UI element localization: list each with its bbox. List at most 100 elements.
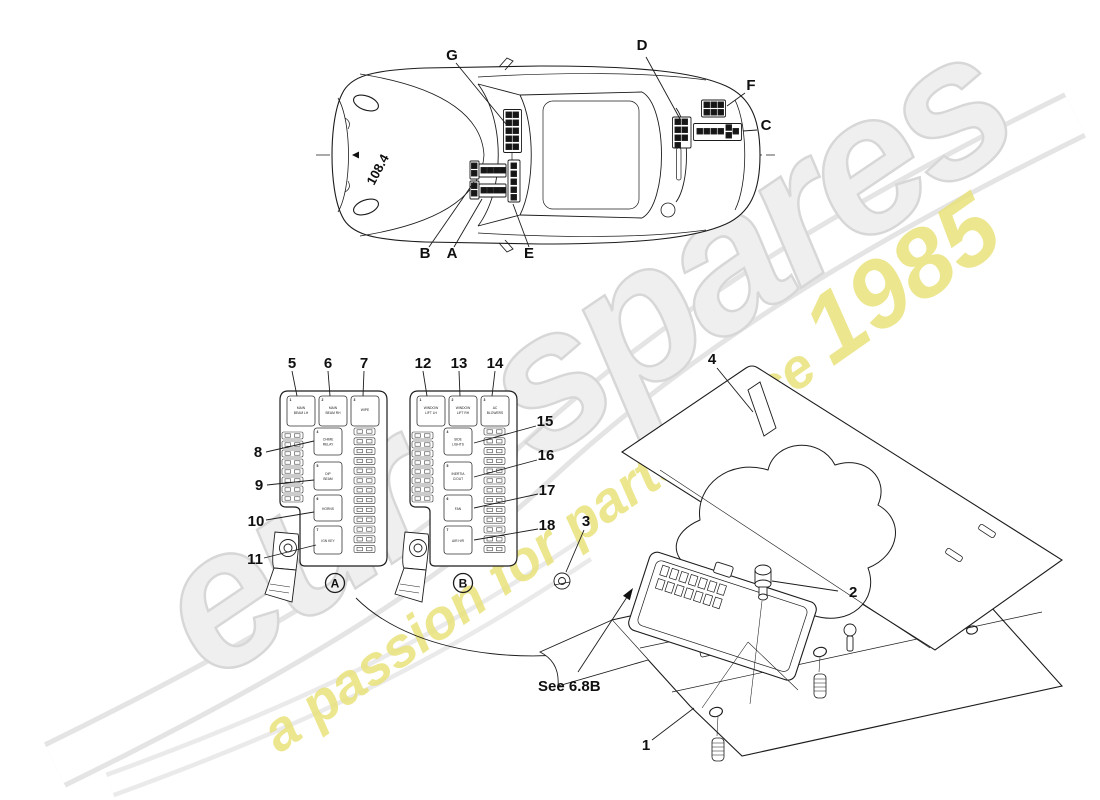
callout-13: 13 [451,355,468,372]
car-callout-leaders [428,56,758,248]
svg-text:BEAM: BEAM [323,477,333,481]
see-note-arrowhead [623,588,633,601]
connector-B-block [469,160,507,180]
badge-b-circle [452,572,474,594]
svg-text:LIFT LH: LIFT LH [425,411,437,415]
svg-text:MAIN: MAIN [297,406,306,410]
connector-F-block [701,99,726,118]
svg-text:4: 4 [317,430,319,434]
svg-text:6: 6 [317,497,319,501]
svg-text:DIP: DIP [325,472,331,476]
svg-text:SIDE: SIDE [454,438,462,442]
svg-text:1: 1 [290,398,292,402]
callout-3: 3 [582,513,590,530]
callout-16: 16 [538,447,555,464]
badge-b: B [459,577,468,591]
fusebox-a-leaders [263,370,365,559]
callout-E: E [524,245,534,262]
relay-a5 [313,461,343,491]
callout-7: 7 [360,355,368,372]
svg-text:RELAY: RELAY [323,443,334,447]
svg-text:C/OUT: C/OUT [453,477,463,481]
cover-screw [553,572,571,590]
svg-text:BLOWERS: BLOWERS [487,411,504,415]
callout-D: D [637,37,648,54]
connector-E-block [507,159,521,203]
relay-a6 [313,494,343,522]
svg-text:3: 3 [354,398,356,402]
mounting-stud [754,564,772,601]
callout-4: 4 [708,351,717,368]
callout-14: 14 [487,355,504,372]
relay-b6 [443,494,473,522]
centerline-arrow [352,151,359,159]
callout-2: 2 [849,584,857,601]
exploded-leaders [565,367,839,741]
alignment-lines [701,600,821,737]
svg-text:BEAM LH: BEAM LH [294,411,309,415]
relay-a3 [350,395,380,427]
callout-9: 9 [255,477,263,494]
callout-11: 11 [247,551,263,568]
svg-text:7: 7 [317,528,319,532]
headlamp-left [353,94,379,112]
svg-text:WINDOW: WINDOW [456,406,471,410]
svg-text:BEAM RH: BEAM RH [325,411,341,415]
svg-text:4: 4 [447,430,449,434]
headlamp-right [353,198,379,216]
badge-a: A [331,577,340,591]
callout-17: 17 [539,482,556,499]
svg-text:5: 5 [447,464,449,468]
svg-text:7: 7 [447,528,449,532]
fusebox-a: 1 MAIN BEAM LH 2 MAIN BEAM RH 3 WIPE 4 C… [264,390,388,603]
callout-6: 6 [324,355,332,372]
callout-12: 12 [415,355,432,372]
callout-15: 15 [537,413,554,430]
connector-G [503,109,522,160]
relay-b7 [443,525,473,555]
connector-D-block [672,116,692,181]
svg-text:3: 3 [484,398,486,402]
relay-b1 [416,395,446,427]
svg-text:WIPE: WIPE [361,408,370,412]
callout-10: 10 [248,513,265,530]
relay-b5 [443,461,473,491]
svg-text:INERTIA: INERTIA [452,472,466,476]
relay-b3 [480,395,510,427]
connector-C-block [693,123,742,141]
callout-B: B [420,245,431,262]
connector-A-block [469,180,507,200]
module-stud [843,623,857,652]
threaded-stud-rear [813,673,827,699]
fuel-cap [660,202,676,218]
relay-a1 [286,395,316,427]
threaded-stud-front [711,737,725,762]
svg-text:5: 5 [317,464,319,468]
exploded-view [538,365,1064,762]
relay-b4 [443,427,473,456]
callout-A: A [447,245,458,262]
svg-text:2: 2 [452,398,454,402]
callout-5: 5 [288,355,296,372]
door-mirrors [498,57,514,253]
svg-text:6: 6 [447,497,449,501]
svg-text:AIR H/R: AIR H/R [452,539,465,543]
svg-text:HORNS: HORNS [322,507,335,511]
relay-b2 [448,395,478,427]
callout-C: C [761,117,772,134]
svg-text:FAN: FAN [455,507,462,511]
svg-text:MAIN: MAIN [329,406,338,410]
relay-a4 [313,427,343,456]
fusebox-b: 1 WINDOW LIFT LH 2 WINDOW LIFT RH 3 AC B… [394,390,518,603]
relay-a7 [313,525,343,555]
svg-text:WINDOW: WINDOW [424,406,439,410]
svg-text:LIFT RH: LIFT RH [457,411,470,415]
callout-F: F [746,77,755,94]
svg-text:1: 1 [420,398,422,402]
badge-a-circle [324,572,346,594]
svg-text:2: 2 [322,398,324,402]
callout-18: 18 [539,517,556,534]
fusebox-module [628,551,817,681]
relay-a2 [318,395,348,427]
